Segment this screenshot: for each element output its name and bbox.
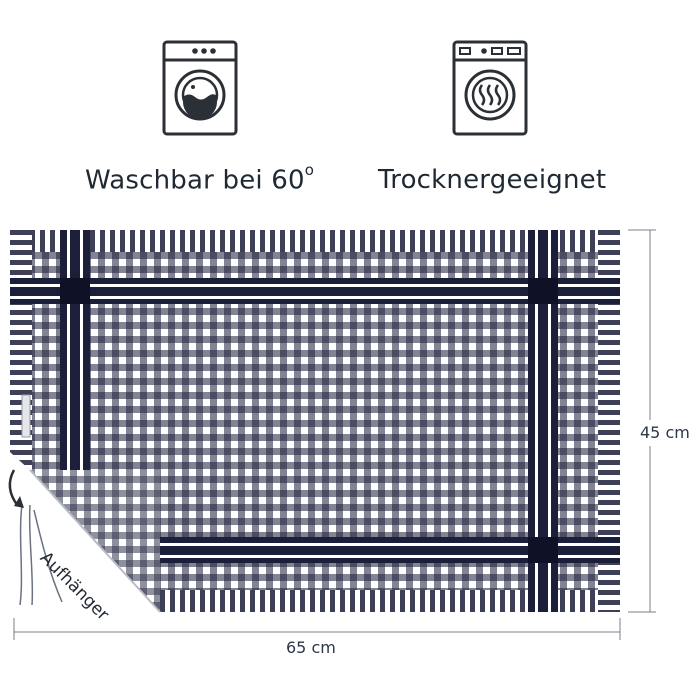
height-dimension-label: 45 cm <box>640 423 690 442</box>
washing-machine-icon <box>162 40 238 136</box>
dryer-label: Trocknergeeignet <box>378 165 607 195</box>
washable-label: Waschbar bei 60o <box>85 161 315 196</box>
width-dimension-label: 65 cm <box>286 638 336 657</box>
dryer-icon <box>452 40 528 136</box>
towel-fabric <box>10 230 620 612</box>
